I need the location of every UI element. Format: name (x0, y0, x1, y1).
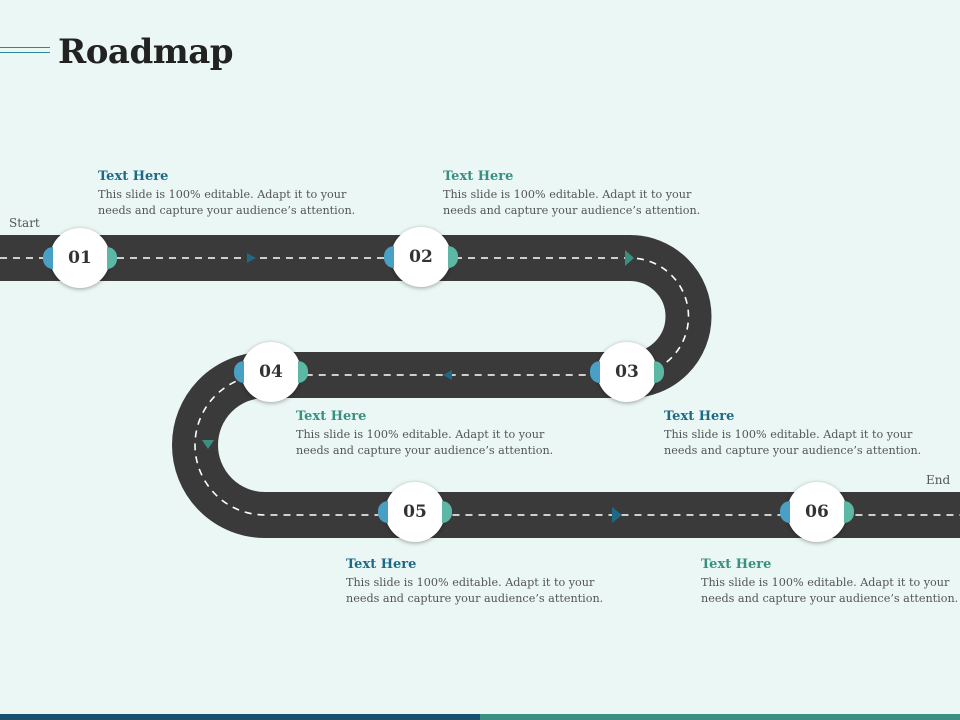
stage-text-02: Text Here This slide is 100% editable. A… (443, 169, 713, 219)
road-center-dashes (0, 257, 960, 516)
stage-node-03: 03 (590, 342, 664, 402)
bottom-accent-bar (0, 714, 960, 720)
direction-arrow-icon (202, 440, 214, 449)
direction-arrow-icon (625, 250, 634, 266)
stage-number: 05 (403, 502, 427, 522)
stage-heading: Text Here (701, 557, 772, 572)
stage-description-line: needs and capture your audience’s attent… (701, 592, 959, 605)
stage-number: 02 (409, 247, 433, 267)
stage-description-line: needs and capture your audience’s attent… (664, 444, 922, 457)
end-label: End (926, 473, 951, 487)
direction-arrow-icon (247, 253, 256, 263)
stage-description-line: needs and capture your audience’s attent… (296, 444, 554, 457)
stage-description-line: This slide is 100% editable. Adapt it to… (443, 188, 692, 201)
stage-number: 04 (259, 362, 283, 382)
stage-heading: Text Here (346, 557, 417, 572)
stage-text-03: Text Here This slide is 100% editable. A… (664, 409, 934, 459)
stage-number: 06 (805, 502, 829, 522)
road-surface (0, 235, 960, 538)
page-title: Roadmap (58, 32, 234, 72)
stage-number: 01 (68, 248, 92, 268)
stage-description-line: This slide is 100% editable. Adapt it to… (701, 576, 950, 589)
title-decoration-lines (0, 47, 50, 59)
direction-arrow-icon (443, 370, 452, 380)
stage-heading: Text Here (443, 169, 514, 184)
stage-heading: Text Here (296, 409, 367, 424)
stage-text-01: Text Here This slide is 100% editable. A… (98, 169, 368, 219)
stage-node-05: 05 (378, 482, 452, 542)
start-label: Start (9, 216, 40, 230)
stage-description-line: This slide is 100% editable. Adapt it to… (296, 428, 545, 441)
stage-node-02: 02 (384, 227, 458, 287)
stage-description-line: needs and capture your audience’s attent… (346, 592, 604, 605)
direction-arrow-icon (612, 507, 622, 523)
stage-node-01: 01 (43, 228, 117, 288)
stage-number: 03 (615, 362, 639, 382)
stage-heading: Text Here (664, 409, 735, 424)
stage-heading: Text Here (98, 169, 169, 184)
stage-node-04: 04 (234, 342, 308, 402)
stage-description-line: This slide is 100% editable. Adapt it to… (664, 428, 913, 441)
stage-description-line: needs and capture your audience’s attent… (443, 204, 701, 217)
stage-description-line: This slide is 100% editable. Adapt it to… (98, 188, 347, 201)
stage-text-06: Text Here This slide is 100% editable. A… (701, 557, 960, 607)
stage-text-04: Text Here This slide is 100% editable. A… (296, 409, 566, 459)
stage-text-05: Text Here This slide is 100% editable. A… (346, 557, 616, 607)
stage-node-06: 06 (780, 482, 854, 542)
stage-description-line: needs and capture your audience’s attent… (98, 204, 356, 217)
stage-description-line: This slide is 100% editable. Adapt it to… (346, 576, 595, 589)
